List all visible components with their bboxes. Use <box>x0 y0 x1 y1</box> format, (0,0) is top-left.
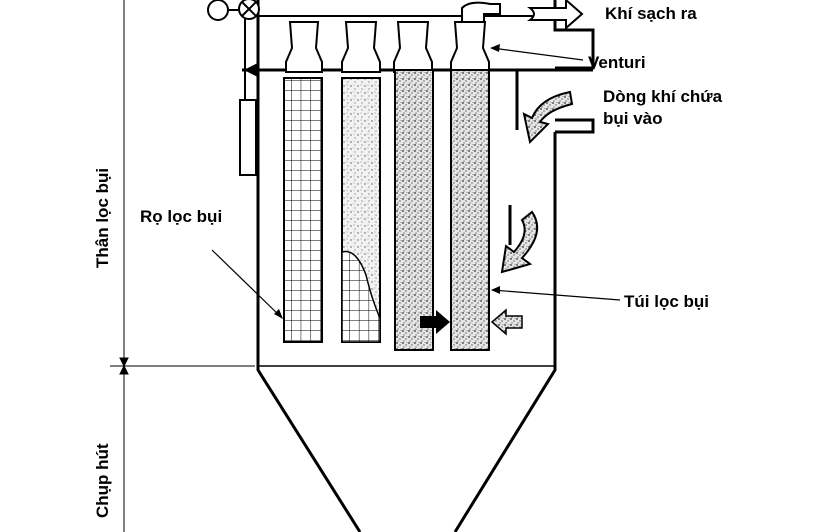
filter-bag-1 <box>394 69 434 351</box>
venturi-nozzles <box>285 1 501 73</box>
filter-bag-2 <box>450 69 490 351</box>
leader-lines <box>211 47 621 319</box>
filter-cage-label: Rọ lọc bụi <box>140 207 222 226</box>
cage-arrowhead <box>274 309 283 319</box>
valve-icon <box>207 0 260 176</box>
dusty-air-arrow-icon <box>522 90 574 145</box>
dusty-air-arrow-icon <box>490 308 523 336</box>
filter-bag-label: Túi lọc bụi <box>624 292 709 311</box>
dusty-air-arrow-icon <box>500 210 539 274</box>
hopper-label: Chụp hút <box>93 443 112 518</box>
venturi-arrowhead <box>490 44 500 52</box>
filter-cage-1 <box>283 77 323 343</box>
filter-cage-2 <box>341 77 381 343</box>
filter-housing <box>256 0 595 532</box>
dusty-air-in-label-line1: Dòng khí chứa <box>603 87 723 106</box>
filter-body-label: Thân lọc bụi <box>93 168 112 268</box>
dusty-air-in-label-line2: bụi vào <box>603 109 663 128</box>
clean-air-out-label: Khí sạch ra <box>605 4 697 23</box>
bag-arrowhead <box>491 286 500 294</box>
venturi-label: Venturi <box>588 53 646 72</box>
pulse-arrow-icon <box>420 310 450 334</box>
clean-air-arrow-icon <box>527 0 584 31</box>
dimension-lines <box>110 0 255 532</box>
